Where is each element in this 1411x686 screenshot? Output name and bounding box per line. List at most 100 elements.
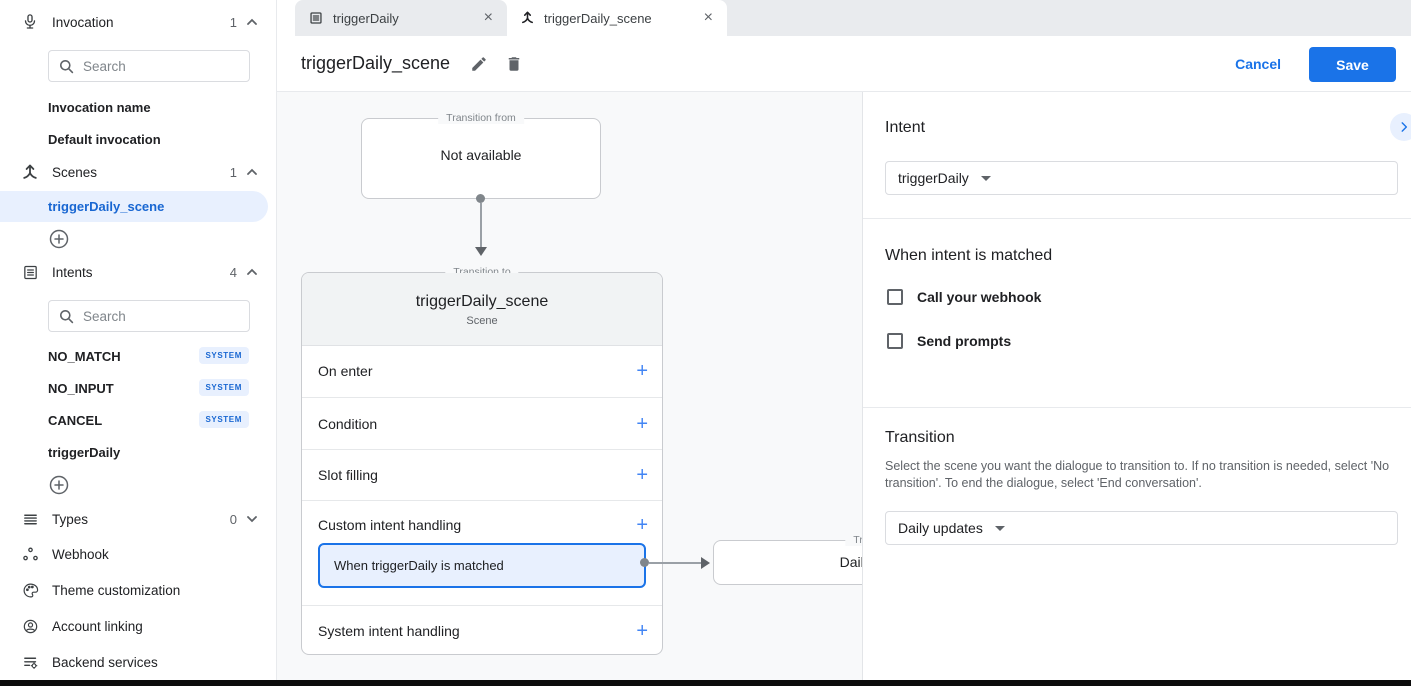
types-icon	[19, 508, 41, 530]
sidebar: Invocation 1 Invocation name Default inv…	[0, 0, 277, 680]
add-slot-filling-button[interactable]	[636, 465, 648, 485]
system-badge: SYSTEM	[198, 411, 249, 428]
intent-dropdown[interactable]: triggerDaily	[885, 161, 1398, 195]
chevron-up-icon[interactable]	[246, 18, 258, 26]
intent-detail-panel: Intent triggerDaily When intent is match…	[862, 92, 1411, 680]
edit-icon[interactable]	[470, 55, 488, 73]
transition-from-legend: Transition from	[438, 112, 524, 124]
tab-triggerdaily-scene[interactable]: triggerDaily_scene	[507, 0, 727, 36]
system-badge: SYSTEM	[198, 347, 249, 364]
webhook-icon	[19, 543, 41, 565]
tab-strip-filler	[707, 0, 1411, 36]
scene-row-system-intent-handling: System intent handling	[302, 605, 662, 656]
section-count: 1	[229, 14, 237, 30]
sidebar-section-scenes[interactable]: Scenes 1	[0, 156, 270, 188]
connector-dot	[640, 558, 649, 567]
scene-card-subtitle: Scene	[466, 315, 498, 327]
connector-dot	[476, 194, 485, 203]
add-condition-button[interactable]	[636, 414, 648, 434]
sidebar-item-backend-services[interactable]: Backend services	[0, 646, 270, 678]
transition-target-legend: Transition to	[845, 534, 862, 546]
sidebar-section-types[interactable]: Types 0	[0, 503, 270, 535]
sidebar-item-triggerdaily-scene[interactable]: triggerDaily_scene	[0, 191, 268, 222]
transition-from-value: Not available	[440, 147, 522, 163]
intents-search-input[interactable]	[83, 308, 223, 324]
section-label: Intents	[52, 264, 93, 280]
add-intent-button[interactable]	[48, 474, 70, 496]
backend-services-icon	[19, 651, 41, 673]
add-on-enter-button[interactable]	[636, 361, 648, 381]
add-system-intent-button[interactable]	[636, 621, 648, 641]
transition-dropdown[interactable]: Daily updates	[885, 511, 1398, 545]
account-icon	[19, 615, 41, 637]
transition-target-box: Transition to Daily updates	[713, 534, 862, 585]
sidebar-section-intents[interactable]: Intents 4	[0, 256, 270, 288]
sidebar-item-no-match[interactable]: NO_MATCH	[48, 348, 121, 364]
scene-row-on-enter: On enter	[302, 346, 662, 397]
section-count: 4	[229, 264, 237, 280]
when-matched-heading: When intent is matched	[885, 247, 1053, 264]
section-label: Scenes	[52, 164, 98, 180]
section-label: Types	[52, 511, 89, 527]
scene-canvas: Transition from Not available Transition…	[277, 92, 862, 680]
send-prompts-checkbox-row: Send prompts	[887, 333, 1011, 349]
sidebar-item-invocation-name[interactable]: Invocation name	[48, 99, 151, 115]
scene-card-header: triggerDaily_scene Scene	[302, 273, 662, 346]
collapse-panel-button[interactable]	[1390, 113, 1411, 141]
sidebar-item-webhook[interactable]: Webhook	[0, 538, 270, 570]
sidebar-item-triggerdaily-intent[interactable]: triggerDaily	[48, 444, 121, 460]
transition-target-value: Daily updates	[839, 554, 862, 570]
transition-heading: Transition	[885, 429, 955, 446]
divider	[863, 218, 1411, 219]
intent-icon	[19, 261, 41, 283]
chevron-up-icon[interactable]	[246, 268, 258, 276]
section-label: Invocation	[52, 14, 114, 30]
arrowhead-down-icon	[475, 247, 487, 256]
scene-row-custom-intent-handling: Custom intent handling When triggerDaily…	[302, 500, 662, 605]
webhook-checkbox-row: Call your webhook	[887, 289, 1041, 305]
system-badge: SYSTEM	[198, 379, 249, 396]
sidebar-item-cancel-intent[interactable]: CANCEL	[48, 412, 103, 428]
sidebar-section-invocation[interactable]: Invocation 1	[0, 6, 270, 38]
close-tab-icon[interactable]	[484, 10, 493, 26]
intent-handler-when-triggerdaily-matched[interactable]: When triggerDaily is matched	[318, 543, 646, 588]
scene-card-title: triggerDaily_scene	[415, 293, 549, 310]
scene-icon	[19, 161, 41, 183]
invocation-search	[48, 50, 250, 82]
cancel-button[interactable]: Cancel	[1235, 56, 1281, 72]
scene-card: Transition to triggerDaily_scene Scene O…	[301, 266, 663, 656]
save-button[interactable]: Save	[1309, 47, 1396, 82]
call-webhook-checkbox[interactable]	[887, 289, 903, 305]
delete-icon[interactable]	[505, 55, 523, 73]
scene-icon	[522, 11, 533, 24]
tab-triggerdaily[interactable]: triggerDaily	[295, 0, 507, 36]
palette-icon	[19, 579, 41, 601]
microphone-icon	[19, 11, 41, 33]
chevron-down-icon[interactable]	[246, 515, 258, 523]
scene-row-condition: Condition	[302, 397, 662, 449]
divider	[863, 407, 1411, 408]
sidebar-item-default-invocation[interactable]: Default invocation	[48, 131, 161, 147]
section-count: 1	[229, 164, 237, 180]
intent-icon	[310, 12, 322, 24]
page-title: triggerDaily_scene	[301, 53, 451, 73]
sidebar-item-theme-customization[interactable]: Theme customization	[0, 574, 270, 606]
add-custom-intent-button[interactable]	[636, 515, 648, 535]
intents-search	[48, 300, 250, 332]
transition-description: Select the scene you want the dialogue t…	[885, 459, 1390, 490]
send-prompts-checkbox[interactable]	[887, 333, 903, 349]
arrowhead-right-icon	[701, 557, 710, 569]
sidebar-item-account-linking[interactable]: Account linking	[0, 610, 270, 642]
chevron-right-icon	[1401, 122, 1408, 132]
invocation-search-input[interactable]	[83, 58, 223, 74]
intent-heading: Intent	[885, 119, 926, 136]
add-scene-button[interactable]	[48, 228, 70, 250]
search-icon	[60, 59, 74, 73]
scene-row-slot-filling: Slot filling	[302, 449, 662, 500]
close-tab-icon[interactable]	[704, 10, 713, 26]
dropdown-caret-icon	[980, 175, 991, 181]
sidebar-item-no-input[interactable]: NO_INPUT	[48, 380, 114, 396]
search-icon	[60, 309, 74, 323]
chevron-up-icon[interactable]	[246, 168, 258, 176]
